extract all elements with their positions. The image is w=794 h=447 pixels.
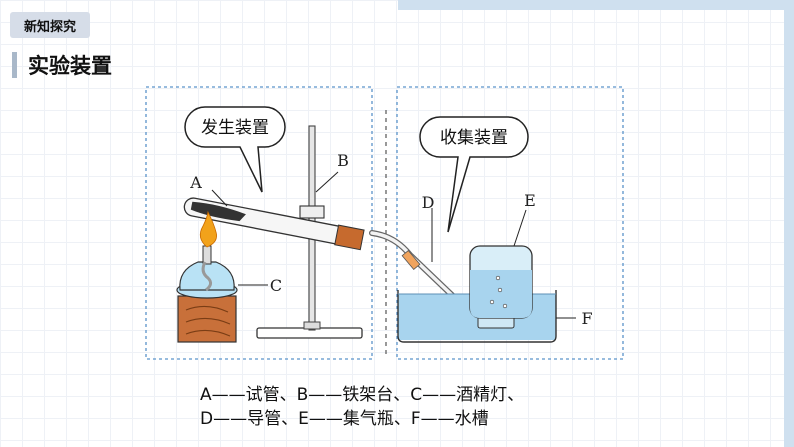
rubber-connector xyxy=(401,249,421,271)
label-a: A xyxy=(189,173,202,192)
caption-line-2: D——导管、E——集气瓶、F——水槽 xyxy=(200,409,489,429)
test-tube xyxy=(183,197,365,251)
label-e: E xyxy=(524,191,536,210)
generator-frame xyxy=(145,86,373,360)
collector-bubble-text: 收集装置 xyxy=(440,128,508,148)
caption-line-1: A——试管、B——铁架台、C——酒精灯、 xyxy=(200,385,525,405)
label-c: C xyxy=(270,276,282,295)
label-f: F xyxy=(581,309,592,328)
label-d: D xyxy=(422,193,435,212)
water-trough xyxy=(397,290,557,343)
top-decor-bar xyxy=(398,0,794,10)
page-title: 实验装置 xyxy=(28,54,112,78)
collector-frame xyxy=(396,86,624,360)
lamp-flame xyxy=(199,210,217,248)
section-badge: 新知探究 xyxy=(10,12,90,38)
right-decor-bar xyxy=(784,0,794,447)
clamp-upper xyxy=(299,205,325,219)
collector-bubble xyxy=(419,116,529,233)
generator-bubble xyxy=(184,106,286,193)
lamp-wick xyxy=(202,245,212,265)
label-b: B xyxy=(337,151,349,170)
heading-accent xyxy=(12,52,17,78)
generator-bubble-text: 发生装置 xyxy=(201,118,269,138)
stand-foot xyxy=(303,321,321,330)
